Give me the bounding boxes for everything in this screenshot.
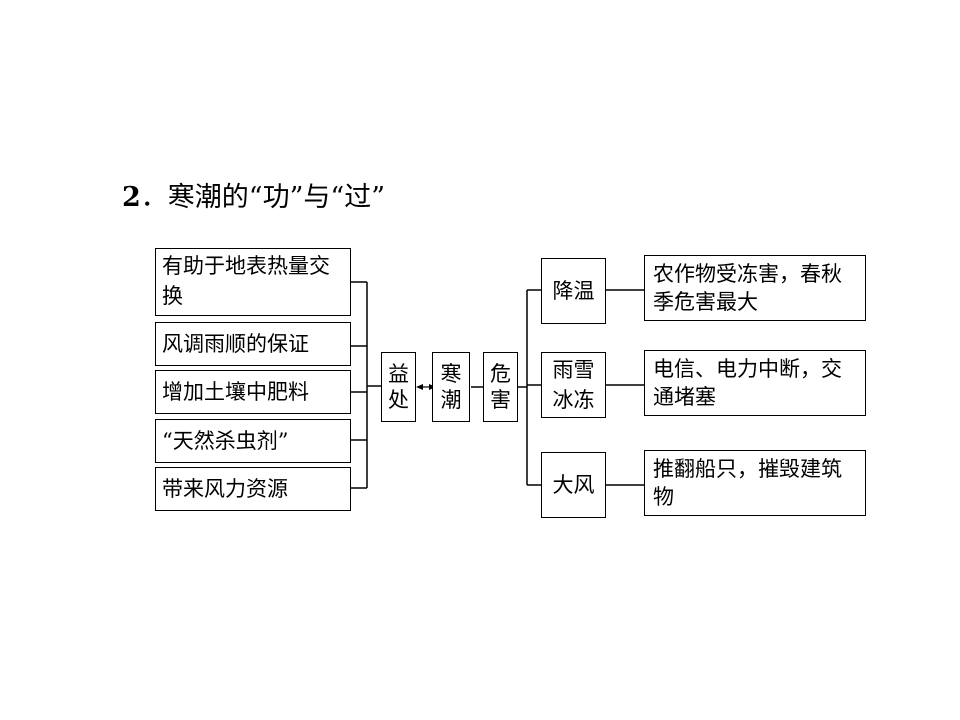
slide-title: 2．寒潮的“功”与“过” xyxy=(122,178,385,218)
topic-label-char-2: 潮 xyxy=(440,388,462,412)
harm-description-box-1: 农作物受冻害，春秋季危害最大 xyxy=(644,255,866,321)
topic-label-box: 寒 潮 xyxy=(432,352,470,422)
harm-description-text-2: 电信、电力中断，交通堵塞 xyxy=(653,357,842,409)
benefit-text-1: 有助于地表热量交换 xyxy=(162,254,330,308)
harm-description-text-3: 推翻船只，摧毁建筑物 xyxy=(653,457,842,509)
title-text: ．寒潮的“功”与“过” xyxy=(140,182,386,213)
harm-category-text-3: 大风 xyxy=(552,473,595,497)
benefit-box-2: 风调雨顺的保证 xyxy=(155,322,351,366)
harm-label-char-1: 危 xyxy=(490,362,511,386)
harm-category-box-3: 大风 xyxy=(541,452,606,518)
benefit-text-4: “天然杀虫剂” xyxy=(162,429,289,453)
benefit-box-4: “天然杀虫剂” xyxy=(155,419,351,463)
harm-description-box-3: 推翻船只，摧毁建筑物 xyxy=(644,450,866,516)
benefit-label-char-1: 益 xyxy=(388,362,409,386)
harm-description-box-2: 电信、电力中断，交通堵塞 xyxy=(644,350,866,416)
harm-label-char-2: 害 xyxy=(490,388,511,412)
topic-label-char-1: 寒 xyxy=(440,362,462,386)
harm-description-text-1: 农作物受冻害，春秋季危害最大 xyxy=(653,262,842,314)
benefit-box-5: 带来风力资源 xyxy=(155,467,351,511)
arrow-left-icon xyxy=(416,384,423,390)
benefit-text-2: 风调雨顺的保证 xyxy=(162,332,309,356)
harm-category-box-1: 降温 xyxy=(541,258,606,324)
benefit-label-char-2: 处 xyxy=(388,388,409,412)
harm-label-box: 危 害 xyxy=(483,352,518,422)
harm-category-text-1: 降温 xyxy=(552,279,595,303)
harm-category-text-2: 雨雪冰冻 xyxy=(552,358,595,412)
benefit-box-1: 有助于地表热量交换 xyxy=(155,248,351,316)
benefit-box-3: 增加土壤中肥料 xyxy=(155,370,351,414)
title-number: 2 xyxy=(122,182,141,213)
benefit-text-3: 增加土壤中肥料 xyxy=(162,380,309,404)
benefit-text-5: 带来风力资源 xyxy=(162,477,288,501)
harm-category-box-2: 雨雪冰冻 xyxy=(541,352,606,418)
benefit-label-box: 益 处 xyxy=(381,352,416,422)
